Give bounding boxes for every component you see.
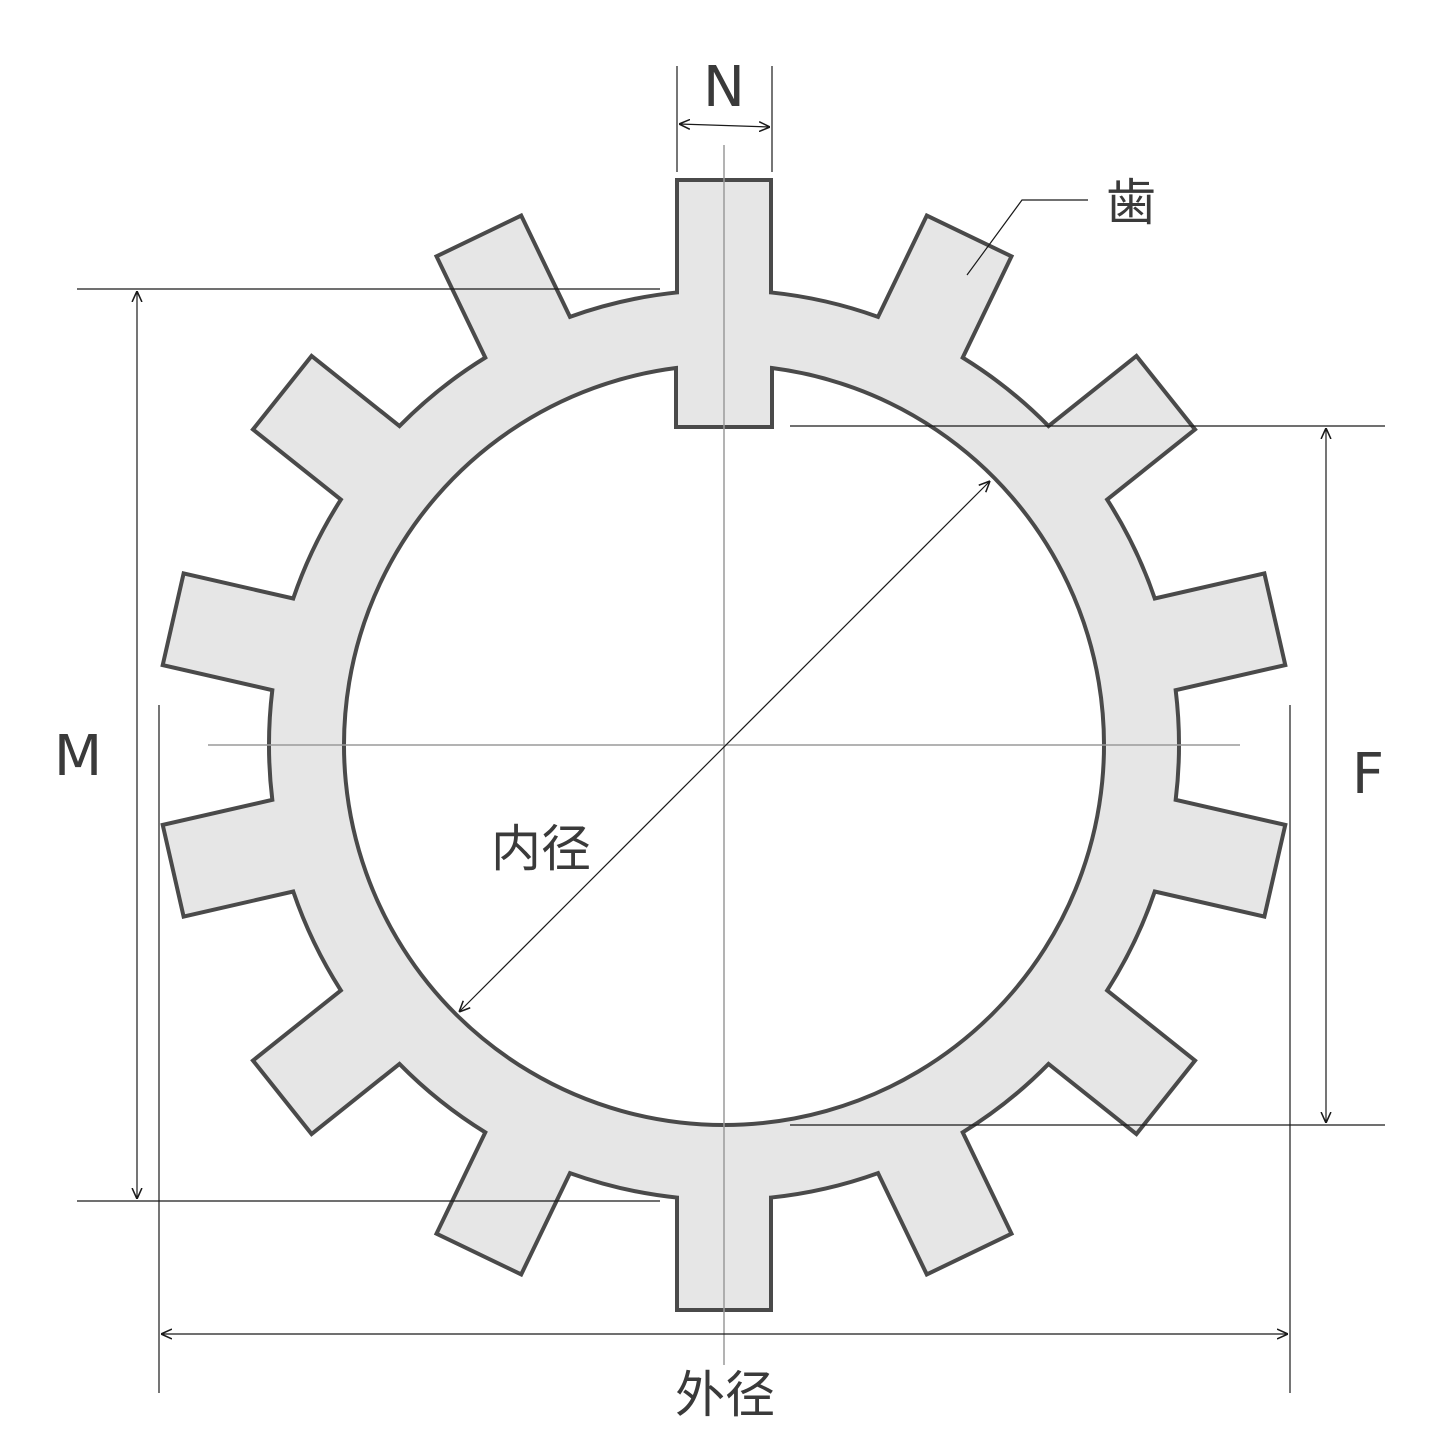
label-n: N bbox=[703, 55, 745, 120]
id-dimension-line bbox=[459, 481, 990, 1012]
dimension-lines bbox=[137, 124, 1326, 1334]
tooth-leader-line bbox=[966, 199, 1088, 276]
label-outer-diameter: 外径 bbox=[675, 1366, 775, 1424]
n-dimension-line bbox=[679, 124, 770, 127]
label-tooth: 歯 bbox=[1106, 174, 1156, 232]
label-m: M bbox=[54, 724, 102, 789]
label-f: F bbox=[1352, 742, 1384, 807]
washer-body bbox=[160, 178, 1288, 1312]
extension-lines bbox=[77, 66, 1385, 1393]
label-inner-diameter: 内径 bbox=[491, 820, 591, 878]
